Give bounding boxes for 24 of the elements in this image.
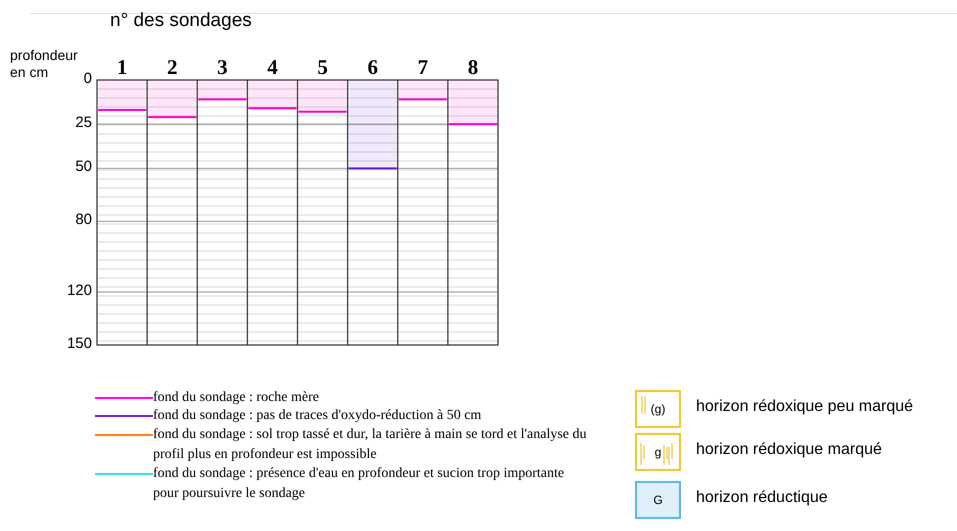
- legend-text: fond du sondage : présence d'eau en profondeur et sucion trop importante pour poursuivre le sondage: [153, 465, 566, 503]
- legend-text: horizon rédoxique peu marqué: [696, 398, 914, 416]
- column-number: 3: [216, 55, 229, 80]
- legend-text: fond du sondage : roche mère: [153, 389, 320, 407]
- legend-text: horizon réductique: [696, 489, 828, 507]
- axis-tick-label: 80: [74, 211, 92, 228]
- horizon-symbol: g: [635, 433, 681, 471]
- column-number: 5: [316, 55, 329, 80]
- column-number: 4: [266, 55, 279, 80]
- column-number: 2: [166, 55, 178, 80]
- horizon-symbol: G: [635, 481, 681, 519]
- axis-tick-label: 120: [66, 282, 92, 299]
- column-number: 1: [116, 55, 128, 80]
- horizon-symbol: (g): [635, 390, 681, 428]
- legend-text: horizon rédoxique marqué: [696, 441, 882, 459]
- column-number: 7: [416, 55, 430, 80]
- axis-tick-label: 150: [66, 335, 92, 352]
- legend-text: fond du sondage : pas de traces d'oxydo-réduction à 50 cm: [153, 407, 482, 425]
- axis-tick-label: 25: [74, 114, 92, 132]
- column-number: 8: [466, 55, 480, 80]
- axis-tick-label: 50: [74, 158, 92, 176]
- axis-title: n° des sondages: [110, 10, 252, 32]
- column-number: 6: [366, 55, 379, 80]
- axis-title: profondeur en cm: [10, 47, 79, 81]
